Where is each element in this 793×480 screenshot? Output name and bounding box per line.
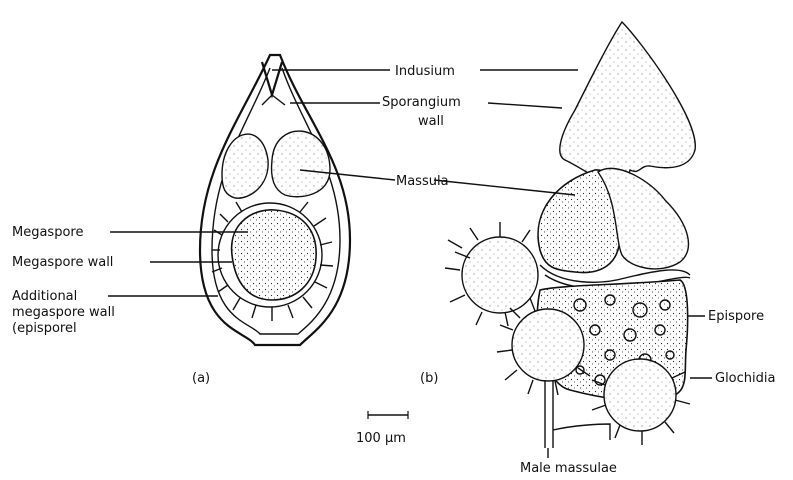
label-epispore: Epispore [708, 309, 764, 324]
label-additional-episporel: (episporel [12, 321, 77, 336]
label-scale: 100 μm [356, 431, 406, 446]
label-megaspore: Megaspore [12, 225, 83, 240]
scale-bar [368, 411, 408, 419]
panel-a-label: (a) [192, 371, 210, 386]
panel-b-label: (b) [420, 371, 438, 386]
label-additional: Additional [12, 289, 77, 304]
label-additional-wall: megaspore wall [12, 305, 115, 320]
panel-b-megaspore-apparatus [445, 22, 695, 448]
label-indusium: Indusium [395, 64, 455, 79]
panel-a-sporocarp [200, 55, 350, 345]
label-megaspore-wall: Megaspore wall [12, 255, 113, 270]
male-massula-1 [445, 222, 538, 326]
label-glochidia: Glochidia [715, 371, 775, 386]
label-massula: Massula [396, 174, 449, 189]
label-male-massulae: Male massulae [520, 461, 617, 476]
label-sporangium: Sporangium [382, 95, 461, 110]
label-sporangium-wall: wall [418, 114, 444, 129]
